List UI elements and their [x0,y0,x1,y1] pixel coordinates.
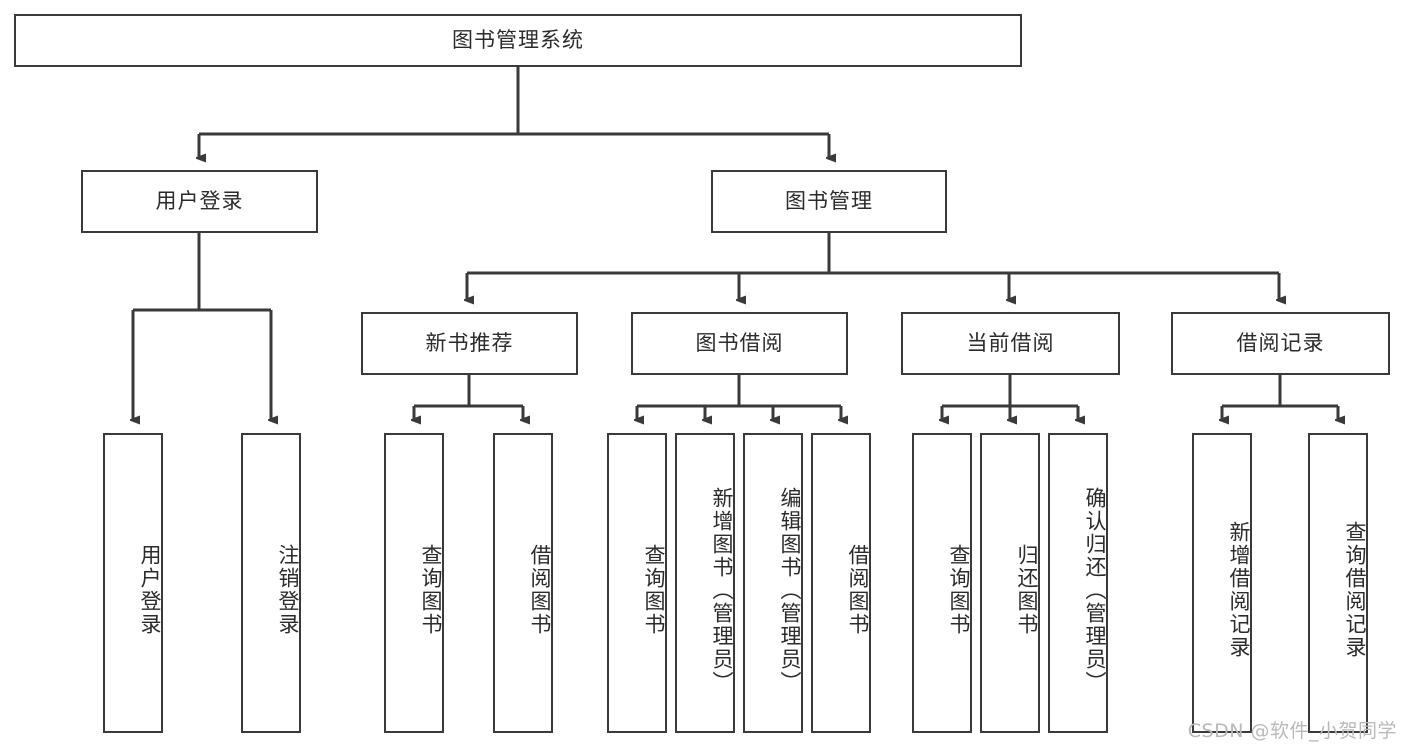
node-label: 用户登录 [138,544,162,636]
node-label: 图书管理系统 [452,27,584,52]
leaf-borrow-query-book[interactable]: 查询图书 [607,433,667,733]
node-label: 借阅记录 [1236,330,1325,355]
leaf-record-add-record[interactable]: 新增借阅记录 [1192,433,1252,733]
node-label: 查询图书 [419,544,443,636]
node-borrow-record[interactable]: 借阅记录 [1171,312,1390,375]
node-new-book-recommend[interactable]: 新书推荐 [361,312,578,375]
leaf-record-query-record[interactable]: 查询借阅记录 [1308,433,1368,733]
leaf-borrow-add-book[interactable]: 新增图书（管理员） [675,433,735,733]
leaf-borrow-edit-book[interactable]: 编辑图书（管理员） [743,433,803,733]
node-book-management[interactable]: 图书管理 [711,170,947,233]
leaf-borrow-borrow-book[interactable]: 借阅图书 [811,433,871,733]
csdn-watermark: CSDN @软件_小贺同学 [1187,720,1397,742]
leaf-current-query-book[interactable]: 查询图书 [912,433,972,733]
node-label: 新书推荐 [425,330,514,355]
node-label: 图书管理 [785,188,873,213]
node-label: 查询图书 [642,544,666,636]
node-label: 查询图书 [947,544,971,636]
leaf-current-confirm-return[interactable]: 确认归还（管理员） [1048,433,1108,733]
node-label: 注销登录 [276,544,300,636]
node-label: 图书借阅 [695,330,784,355]
node-label: 借阅图书 [846,544,870,636]
node-label: 归还图书 [1015,544,1039,636]
node-book-borrow[interactable]: 图书借阅 [631,312,848,375]
node-label: 新增借阅记录 [1227,521,1251,659]
node-label: 用户登录 [155,188,244,213]
leaf-current-return-book[interactable]: 归还图书 [980,433,1040,733]
node-root-system[interactable]: 图书管理系统 [14,14,1022,67]
leaf-recommend-borrow-book[interactable]: 借阅图书 [493,433,553,733]
node-user-login[interactable]: 用户登录 [81,170,318,233]
node-label: 当前借阅 [966,330,1055,355]
leaf-user-login-login[interactable]: 用户登录 [103,433,163,733]
node-label: 借阅图书 [528,544,552,636]
node-label: 编辑图书（管理员） [778,486,802,694]
leaf-user-login-logout[interactable]: 注销登录 [241,433,301,733]
node-label: 查询借阅记录 [1343,521,1367,659]
node-label: 确认归还（管理员） [1083,486,1107,694]
leaf-recommend-query-book[interactable]: 查询图书 [384,433,444,733]
node-current-borrow[interactable]: 当前借阅 [901,312,1120,375]
node-label: 新增图书（管理员） [710,486,734,694]
